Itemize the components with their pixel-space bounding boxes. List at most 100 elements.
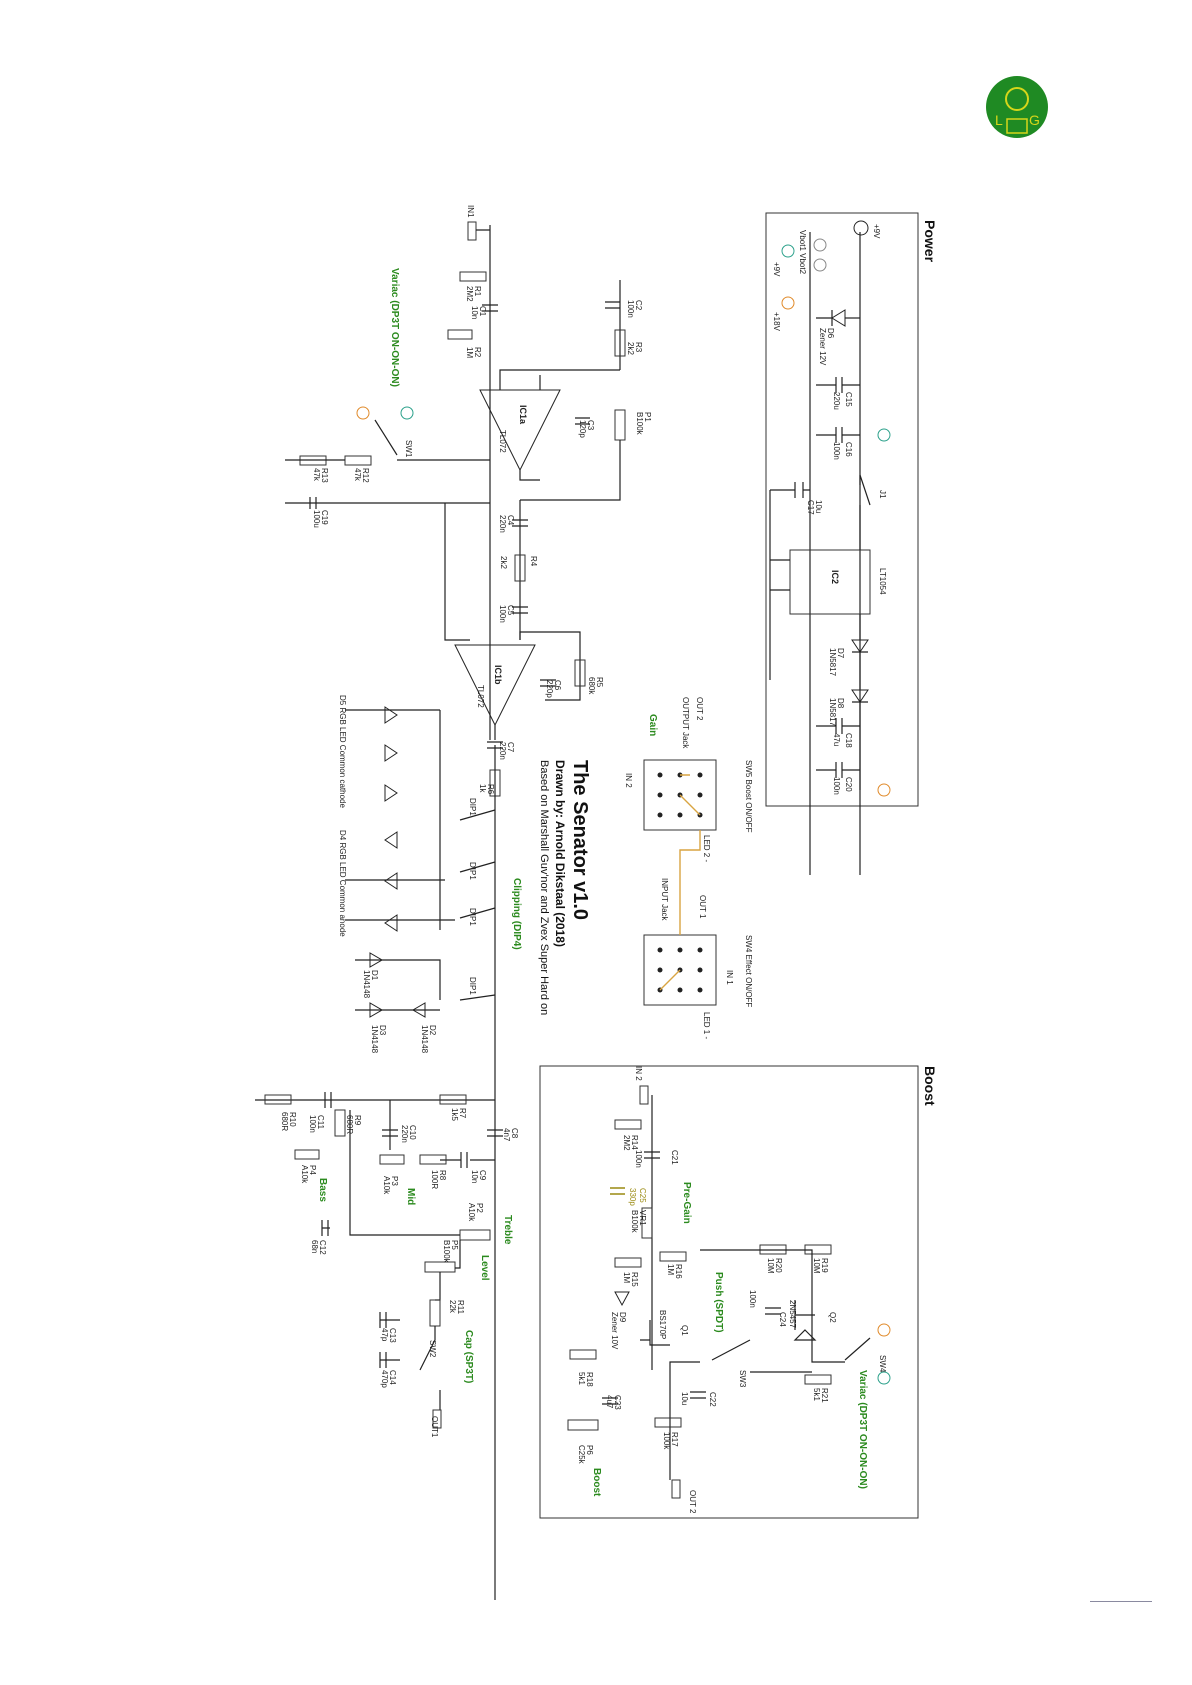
d9-zener-icon bbox=[614, 1291, 630, 1307]
c13-value: 47p bbox=[380, 1328, 389, 1342]
c15-label: C15 bbox=[844, 392, 853, 407]
d8-value: 1N5817 bbox=[828, 698, 837, 727]
logo-letter-g: G bbox=[1029, 112, 1040, 128]
sw2-label: SW2 bbox=[428, 1340, 437, 1358]
boost-pot-label: Boost bbox=[591, 1468, 602, 1497]
d8-diode-icon bbox=[851, 689, 869, 703]
c22-value: 10u bbox=[680, 1392, 689, 1405]
c21-label: C21 bbox=[670, 1150, 679, 1165]
p1-value: B100k bbox=[635, 412, 644, 436]
vb-legend-icon bbox=[781, 296, 795, 310]
p5-value: B100k bbox=[442, 1240, 451, 1264]
r21-label: R21 bbox=[820, 1388, 829, 1403]
r16-label: R16 bbox=[674, 1264, 683, 1279]
c19-value: 100u bbox=[312, 510, 321, 528]
d6-diode-icon bbox=[831, 309, 846, 327]
boost-section: Boost IN 2 R14 2M2 C21 100n C25 330p Pre… bbox=[539, 1065, 938, 1519]
p1-label: P1 bbox=[643, 412, 652, 422]
in1-label: IN1 bbox=[466, 205, 475, 218]
c11-label: C11 bbox=[316, 1115, 325, 1130]
sw5-label: SW5 Boost ON/OFF bbox=[744, 760, 753, 833]
q1-value: BS170P bbox=[658, 1310, 667, 1339]
vb-sw4-icon bbox=[877, 1323, 891, 1337]
c4-value: 220n bbox=[498, 515, 507, 533]
c22-label: C22 bbox=[708, 1392, 717, 1407]
r14-value: 2M2 bbox=[622, 1135, 631, 1151]
r5-value: 680k bbox=[587, 677, 596, 695]
ic1b-opamp-symbol bbox=[454, 644, 536, 727]
d3-diode-icon bbox=[369, 1002, 383, 1018]
sw5-out2-label: OUT 2 bbox=[695, 697, 704, 721]
vbot1-icon bbox=[813, 238, 827, 252]
push-label: Push (SPDT) bbox=[713, 1272, 724, 1333]
ic2-chip bbox=[789, 549, 871, 615]
sw4-input-jack-label: INPUT Jack bbox=[660, 878, 669, 922]
p5-label: P5 bbox=[450, 1240, 459, 1250]
d4-led-r-icon bbox=[384, 914, 398, 932]
d3-label: D3 bbox=[378, 1025, 387, 1036]
mid-label: Mid bbox=[405, 1188, 416, 1205]
out2-jack-icon bbox=[671, 1479, 681, 1499]
c3-label: C3 bbox=[586, 420, 595, 431]
sw1-label: SW1 bbox=[404, 440, 413, 458]
cap-label: Cap (SP3T) bbox=[463, 1330, 474, 1383]
c2-value: 100n bbox=[626, 300, 635, 318]
footswitch-area: SW5 Boost ON/OFF OUT 2 OUTPUT Jack IN 2 … bbox=[624, 697, 753, 1039]
based-on-line: Based on Marshall Guv'nor and Zvex Super… bbox=[538, 760, 550, 1015]
d2-label: D2 bbox=[428, 1025, 437, 1036]
vb-sw1-icon bbox=[356, 406, 370, 420]
c16-value: 100n bbox=[832, 442, 841, 460]
p3-label: P3 bbox=[390, 1176, 399, 1186]
gain-label: Gain bbox=[647, 714, 658, 736]
c14-value: 470p bbox=[380, 1370, 389, 1388]
r5-label: R5 bbox=[595, 677, 604, 688]
d9-value: Zener 10V bbox=[610, 1312, 619, 1350]
r11-value: 22k bbox=[448, 1300, 457, 1314]
sw3-label: SW3 bbox=[738, 1370, 747, 1388]
vbot-label: Vbot1 Vbot2 bbox=[798, 230, 807, 275]
r20-label: R20 bbox=[774, 1258, 783, 1273]
c3-value: 120p bbox=[578, 420, 587, 438]
d2-value: 1N4148 bbox=[420, 1025, 429, 1054]
j1-label: J1 bbox=[878, 490, 887, 499]
r19-value: 10M bbox=[812, 1258, 821, 1274]
c16-label: C16 bbox=[844, 442, 853, 457]
d7-label: D7 bbox=[836, 648, 845, 659]
c2-label: C2 bbox=[634, 300, 643, 311]
r3-value: 2k2 bbox=[626, 342, 635, 355]
vr1-label: VR1 bbox=[638, 1210, 647, 1226]
d2-diode-icon bbox=[412, 1002, 426, 1018]
sw4-label: SW4 Effect ON/OFF bbox=[744, 935, 753, 1007]
r8-label: R8 bbox=[438, 1170, 447, 1181]
d4-led-g-icon bbox=[384, 872, 398, 890]
dip1-label-a: DIP1 bbox=[468, 798, 477, 816]
treble-label: Treble bbox=[502, 1215, 513, 1245]
page-footer-line bbox=[1090, 1601, 1152, 1602]
c7-value: 220n bbox=[498, 742, 507, 760]
d1-diode-icon bbox=[369, 952, 383, 968]
r21-value: 5k1 bbox=[812, 1388, 821, 1401]
r9-label: R9 bbox=[353, 1115, 362, 1126]
c18-label: C18 bbox=[844, 733, 853, 748]
switch-wiring bbox=[659, 774, 701, 991]
c24-value: 100n bbox=[748, 1290, 757, 1308]
in2-jack-icon bbox=[639, 1085, 649, 1105]
c20-label: C20 bbox=[844, 777, 853, 792]
va-legend-label: +9V bbox=[772, 262, 781, 277]
d8-label: D8 bbox=[836, 698, 845, 709]
c14-label: C14 bbox=[388, 1370, 397, 1385]
r10-value: 680R bbox=[280, 1112, 289, 1131]
c8-label: C8 bbox=[510, 1128, 519, 1139]
r3-label: R3 bbox=[634, 342, 643, 353]
logo-letter-l: L bbox=[995, 112, 1003, 128]
c1-value: 10n bbox=[470, 306, 479, 319]
c7-label: C7 bbox=[506, 742, 515, 753]
c17-value: 10u bbox=[814, 500, 823, 513]
va-node-icon bbox=[877, 428, 891, 442]
c13-label: C13 bbox=[388, 1328, 397, 1343]
boost-out2-label: OUT 2 bbox=[688, 1490, 697, 1514]
title-block: The Senator v1.0 Drawn by: Arnold Diksta… bbox=[538, 760, 591, 1015]
r12-label: R12 bbox=[361, 468, 370, 483]
p2-value: A10k bbox=[467, 1203, 476, 1222]
r13-value: 47k bbox=[312, 468, 321, 482]
